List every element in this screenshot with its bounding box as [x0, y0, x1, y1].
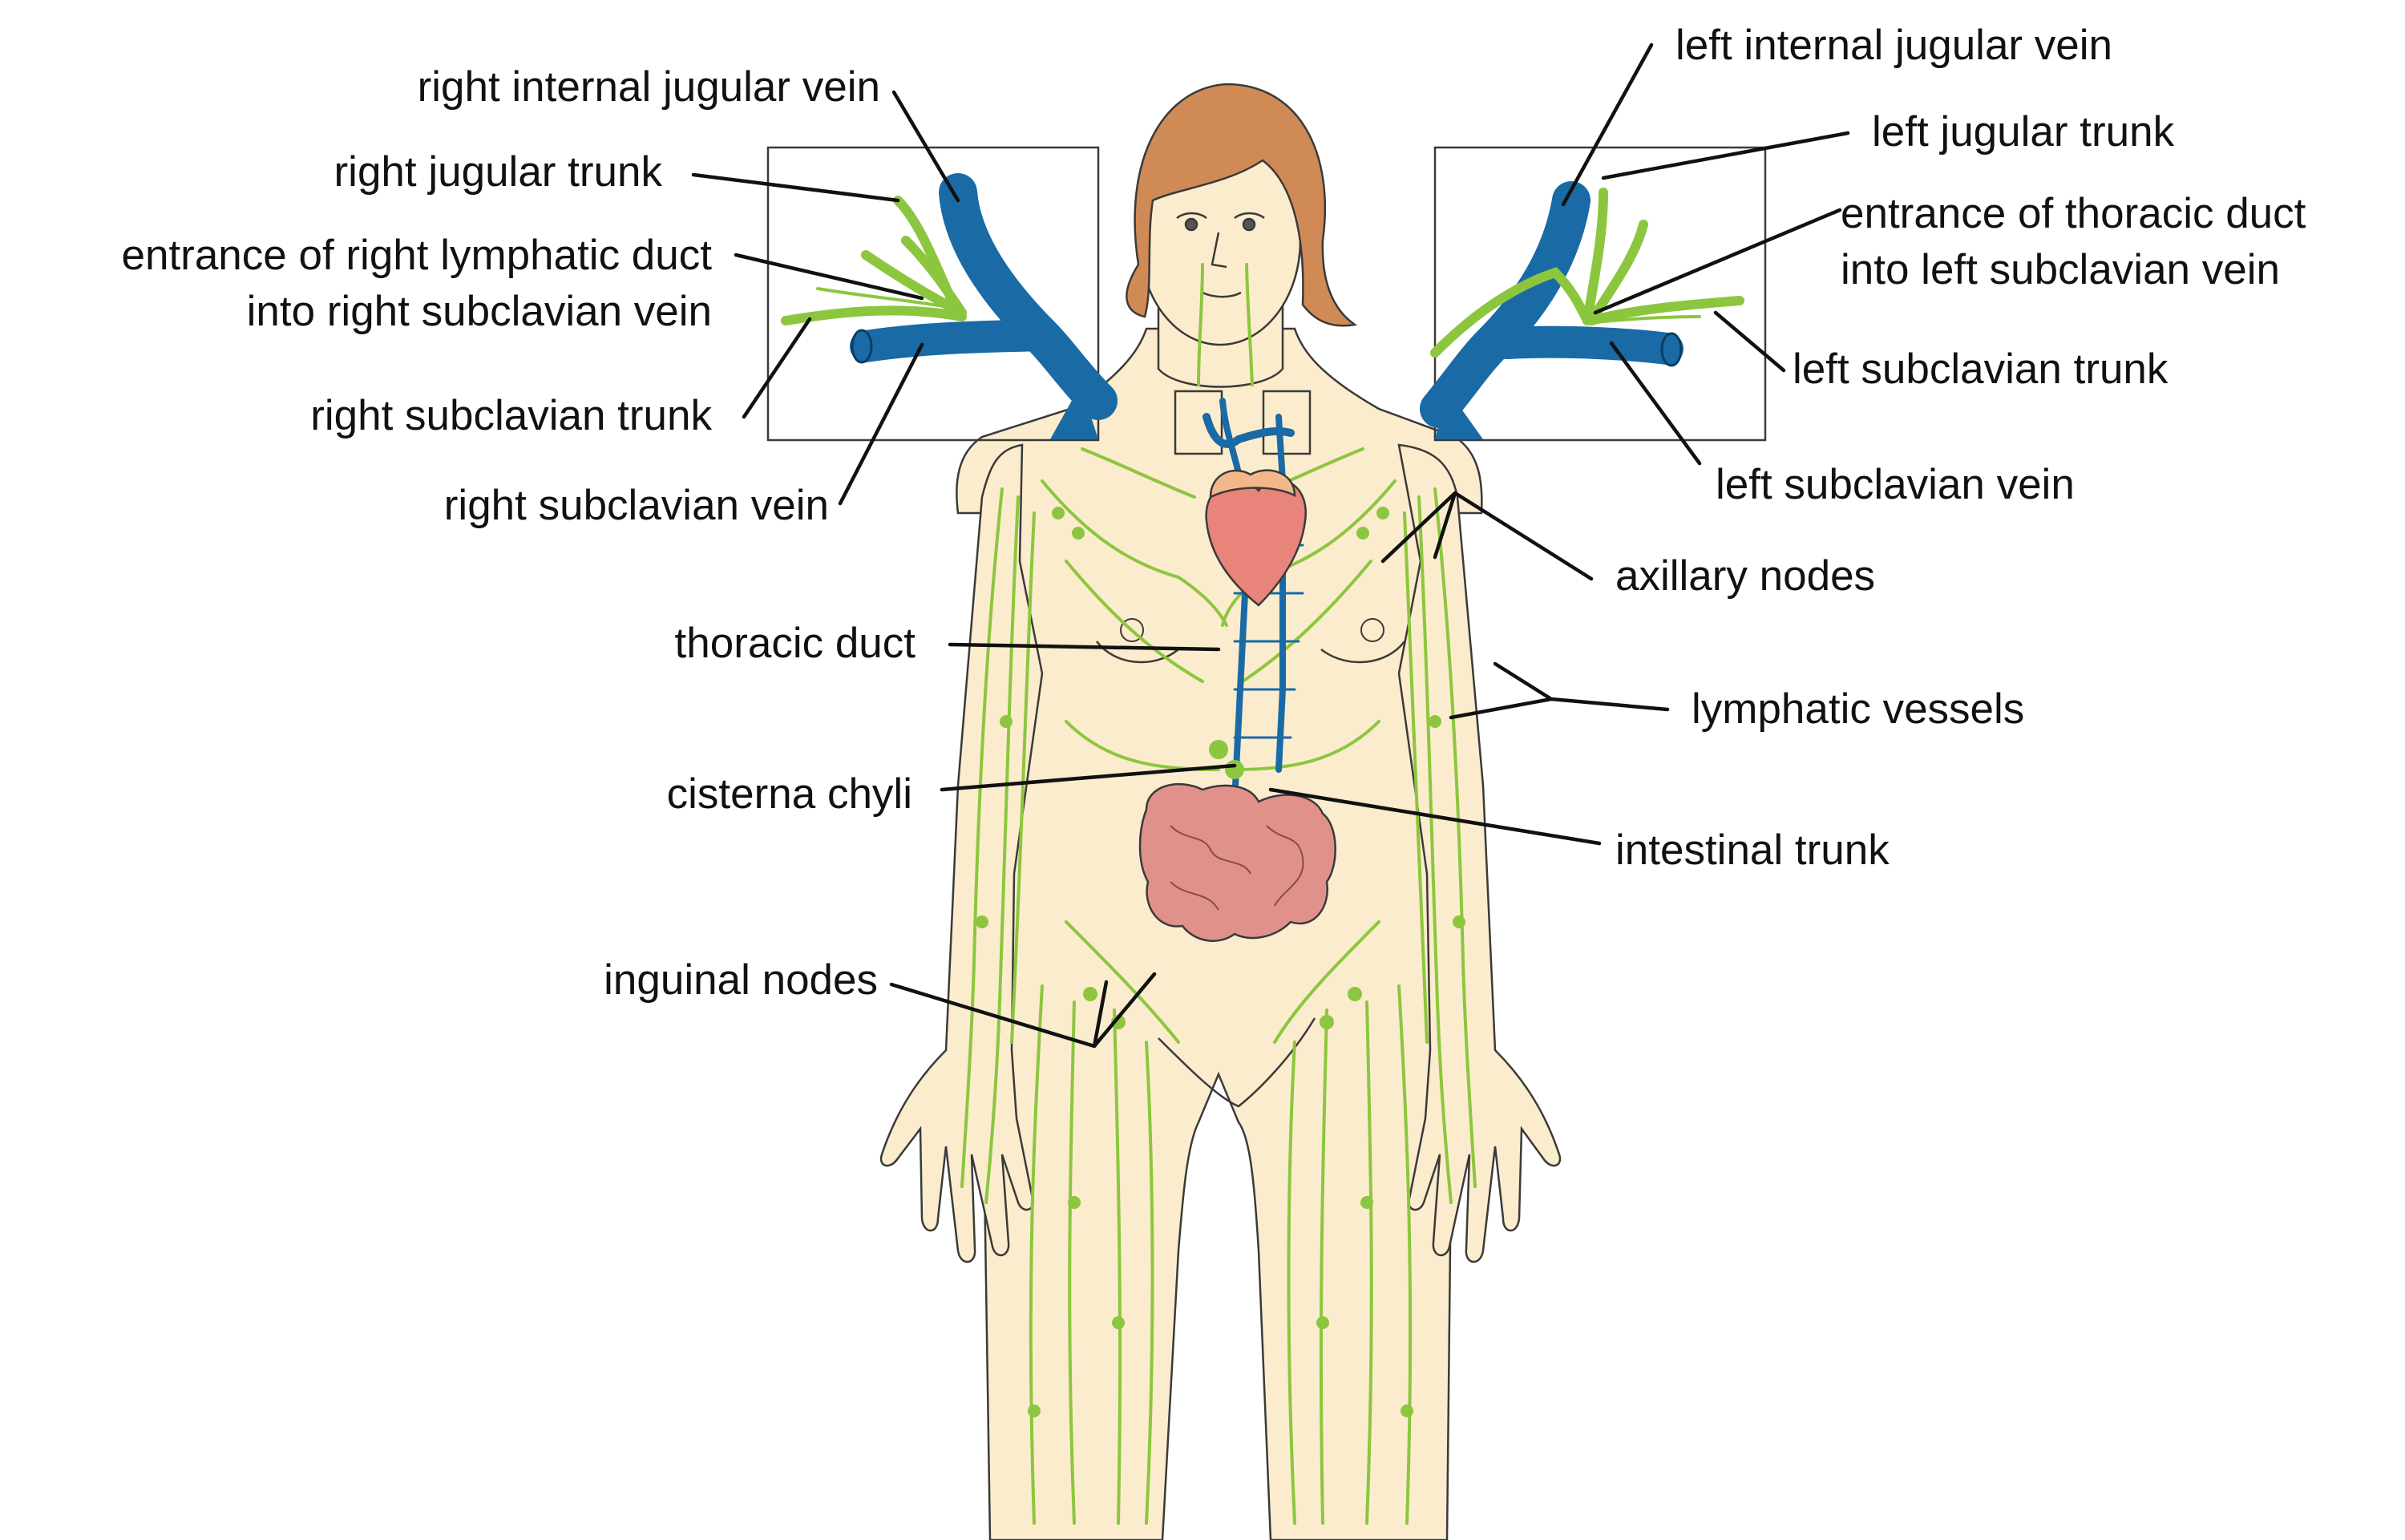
lymph-vessel: [1065, 560, 1204, 683]
face: [1176, 212, 1265, 298]
label-right-subclavian-vein: right subclavian vein: [444, 482, 829, 529]
vein-tip: [1435, 389, 1483, 439]
inset-marker-right: [1174, 390, 1223, 455]
lymph-vessel: [1068, 1000, 1076, 1525]
lymph-vessel: [1065, 920, 1180, 1044]
label-right-subclavian-trunk: right subclavian trunk: [310, 392, 712, 439]
lymph-vessel: [1041, 479, 1228, 627]
lymph-vessel: [984, 495, 1020, 1204]
vein-opening: [1660, 332, 1683, 367]
inset-left: [1420, 146, 1767, 442]
lymph-vessel: [1397, 984, 1413, 1525]
intestines: [1138, 782, 1336, 942]
nipple-right: [1120, 618, 1144, 642]
heart-atria: [1209, 469, 1296, 499]
label-intestinal-trunk: intestinal trunk: [1615, 827, 1890, 874]
label-thoracic-duct: thoracic duct: [675, 620, 916, 667]
intestine-folds: [1170, 825, 1304, 911]
label-entrance-left-line2: into left subclavian vein: [1841, 246, 2280, 293]
pelvis-line: [1158, 1017, 1316, 1108]
label-entrance-right-line1: entrance of right lymphatic duct: [122, 232, 713, 279]
vein-opening: [851, 329, 873, 364]
lymph-vessel: [1113, 1008, 1122, 1525]
lymph-vessel: [1197, 263, 1204, 386]
lymph-vessel: [1319, 1008, 1328, 1525]
label-inguinal-nodes: inguinal nodes: [604, 956, 878, 1004]
lymph-vessel: [1433, 487, 1477, 1188]
lymph-vessel: [1273, 920, 1380, 1044]
lymph-vessel: [1403, 511, 1429, 1044]
inset-marker-left: [1262, 390, 1312, 455]
label-right-jugular-trunk: right jugular trunk: [334, 148, 663, 196]
lymph-vessel: [1241, 560, 1372, 683]
lymph-vessel: [1287, 1041, 1296, 1525]
lymph-nodes: [976, 507, 1465, 1417]
label-right-internal-jugular-vein: right internal jugular vein: [418, 63, 880, 111]
inset-left-frame: [1433, 146, 1767, 442]
nipple-left: [1360, 618, 1384, 642]
labels: right internal jugular vein right jugula…: [122, 22, 2306, 1004]
lymph-vessel: [1417, 495, 1453, 1204]
cisterna-chyli-marker: [1225, 760, 1244, 779]
label-left-jugular-trunk: left jugular trunk: [1872, 108, 2175, 156]
lymphatic-network: [960, 263, 1477, 1525]
lymph-vessel: [1010, 511, 1036, 1044]
label-left-subclavian-trunk: left subclavian trunk: [1793, 346, 2169, 393]
inset-right: [766, 146, 1118, 442]
leader-lines: [691, 42, 1850, 1049]
label-entrance-left-line1: entrance of thoracic duct: [1841, 190, 2306, 237]
label-lymphatic-vessels: lymphatic vessels: [1692, 685, 2024, 733]
label-left-subclavian-vein: left subclavian vein: [1716, 461, 2075, 508]
label-cisterna-chyli: cisterna chyli: [667, 770, 912, 818]
lymph-vessel: [1233, 720, 1380, 771]
label-entrance-right-line2: into right subclavian vein: [247, 288, 712, 335]
lymph-vessel: [960, 487, 1004, 1188]
right-arm: [879, 443, 1044, 1263]
breast-left: [1320, 641, 1406, 664]
hair: [1126, 83, 1358, 327]
lymph-vessel: [1245, 263, 1254, 386]
lymph-vessel: [1081, 447, 1196, 499]
lymph-vessel: [1145, 1041, 1154, 1525]
lymph-vessel: [1365, 1000, 1373, 1525]
inset-right-frame: [766, 146, 1100, 442]
vein-tip: [1050, 385, 1098, 439]
label-axillary-nodes: axillary nodes: [1615, 552, 1875, 600]
label-left-internal-jugular-vein: left internal jugular vein: [1675, 22, 2112, 69]
lymph-vessel: [1029, 984, 1044, 1525]
